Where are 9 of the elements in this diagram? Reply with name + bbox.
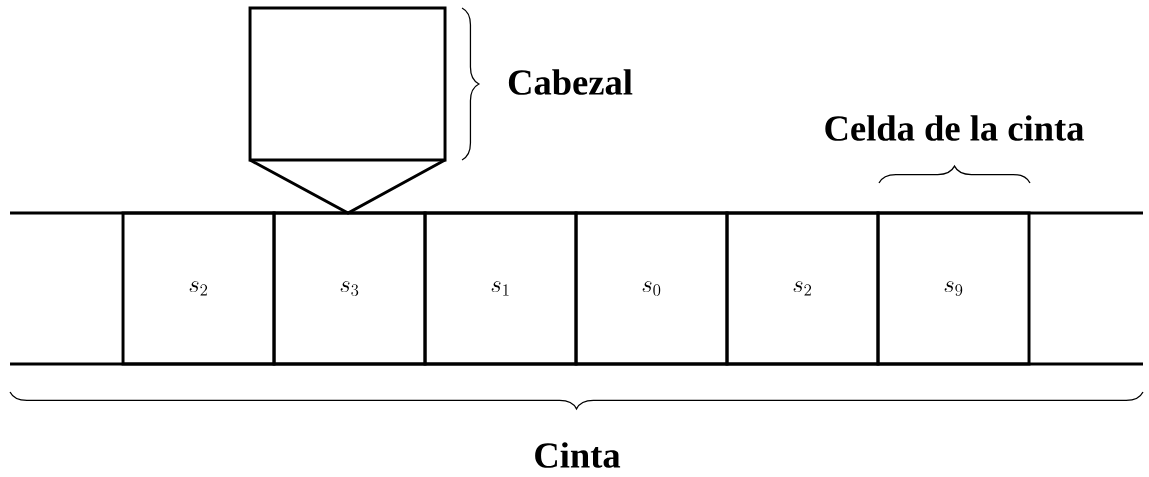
tape-cell: $s_9$ bbox=[876, 211, 1031, 366]
tape-cell: $s_3$ bbox=[272, 211, 427, 366]
brace-label: Celda de la cinta bbox=[825, 115, 1084, 141]
tape-cell: $s_2$ bbox=[725, 211, 880, 366]
tape-cell: $s_2$ bbox=[121, 211, 276, 366]
brace-label: Cabezal bbox=[508, 69, 633, 95]
brace-label: Cinta bbox=[535, 442, 621, 468]
tape-cell: $s_1$ bbox=[423, 211, 578, 366]
tape-cell: $s_0$ bbox=[574, 211, 729, 366]
